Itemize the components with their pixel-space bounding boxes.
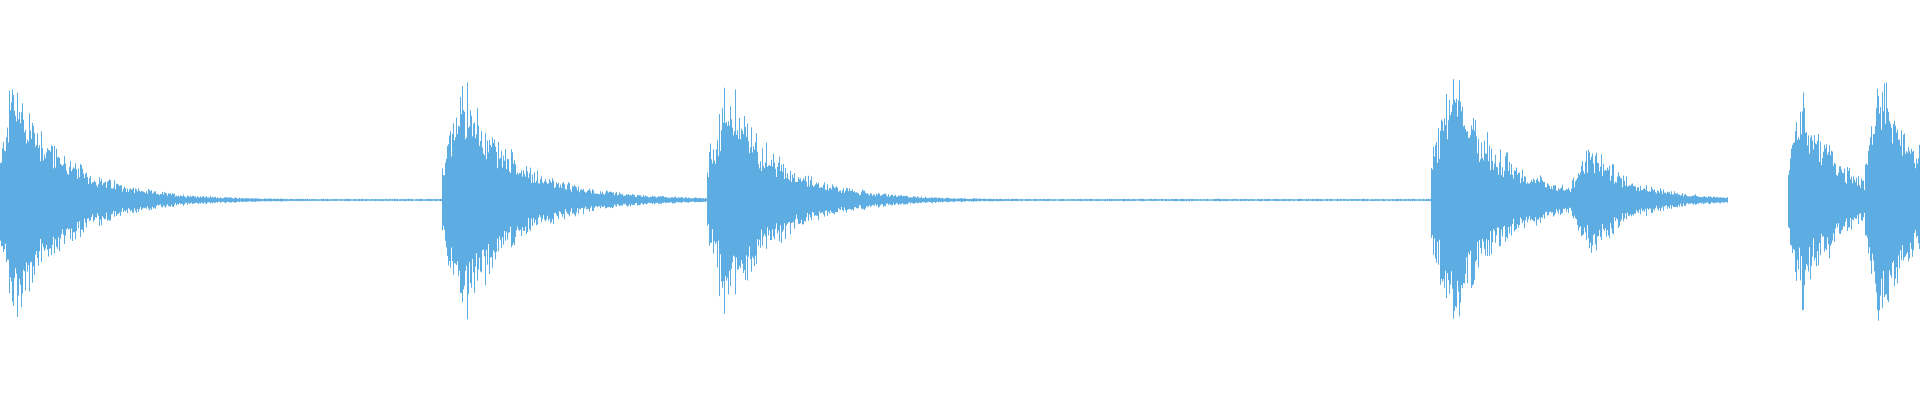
waveform-bars bbox=[0, 79, 1920, 321]
waveform-trace bbox=[0, 79, 1920, 321]
